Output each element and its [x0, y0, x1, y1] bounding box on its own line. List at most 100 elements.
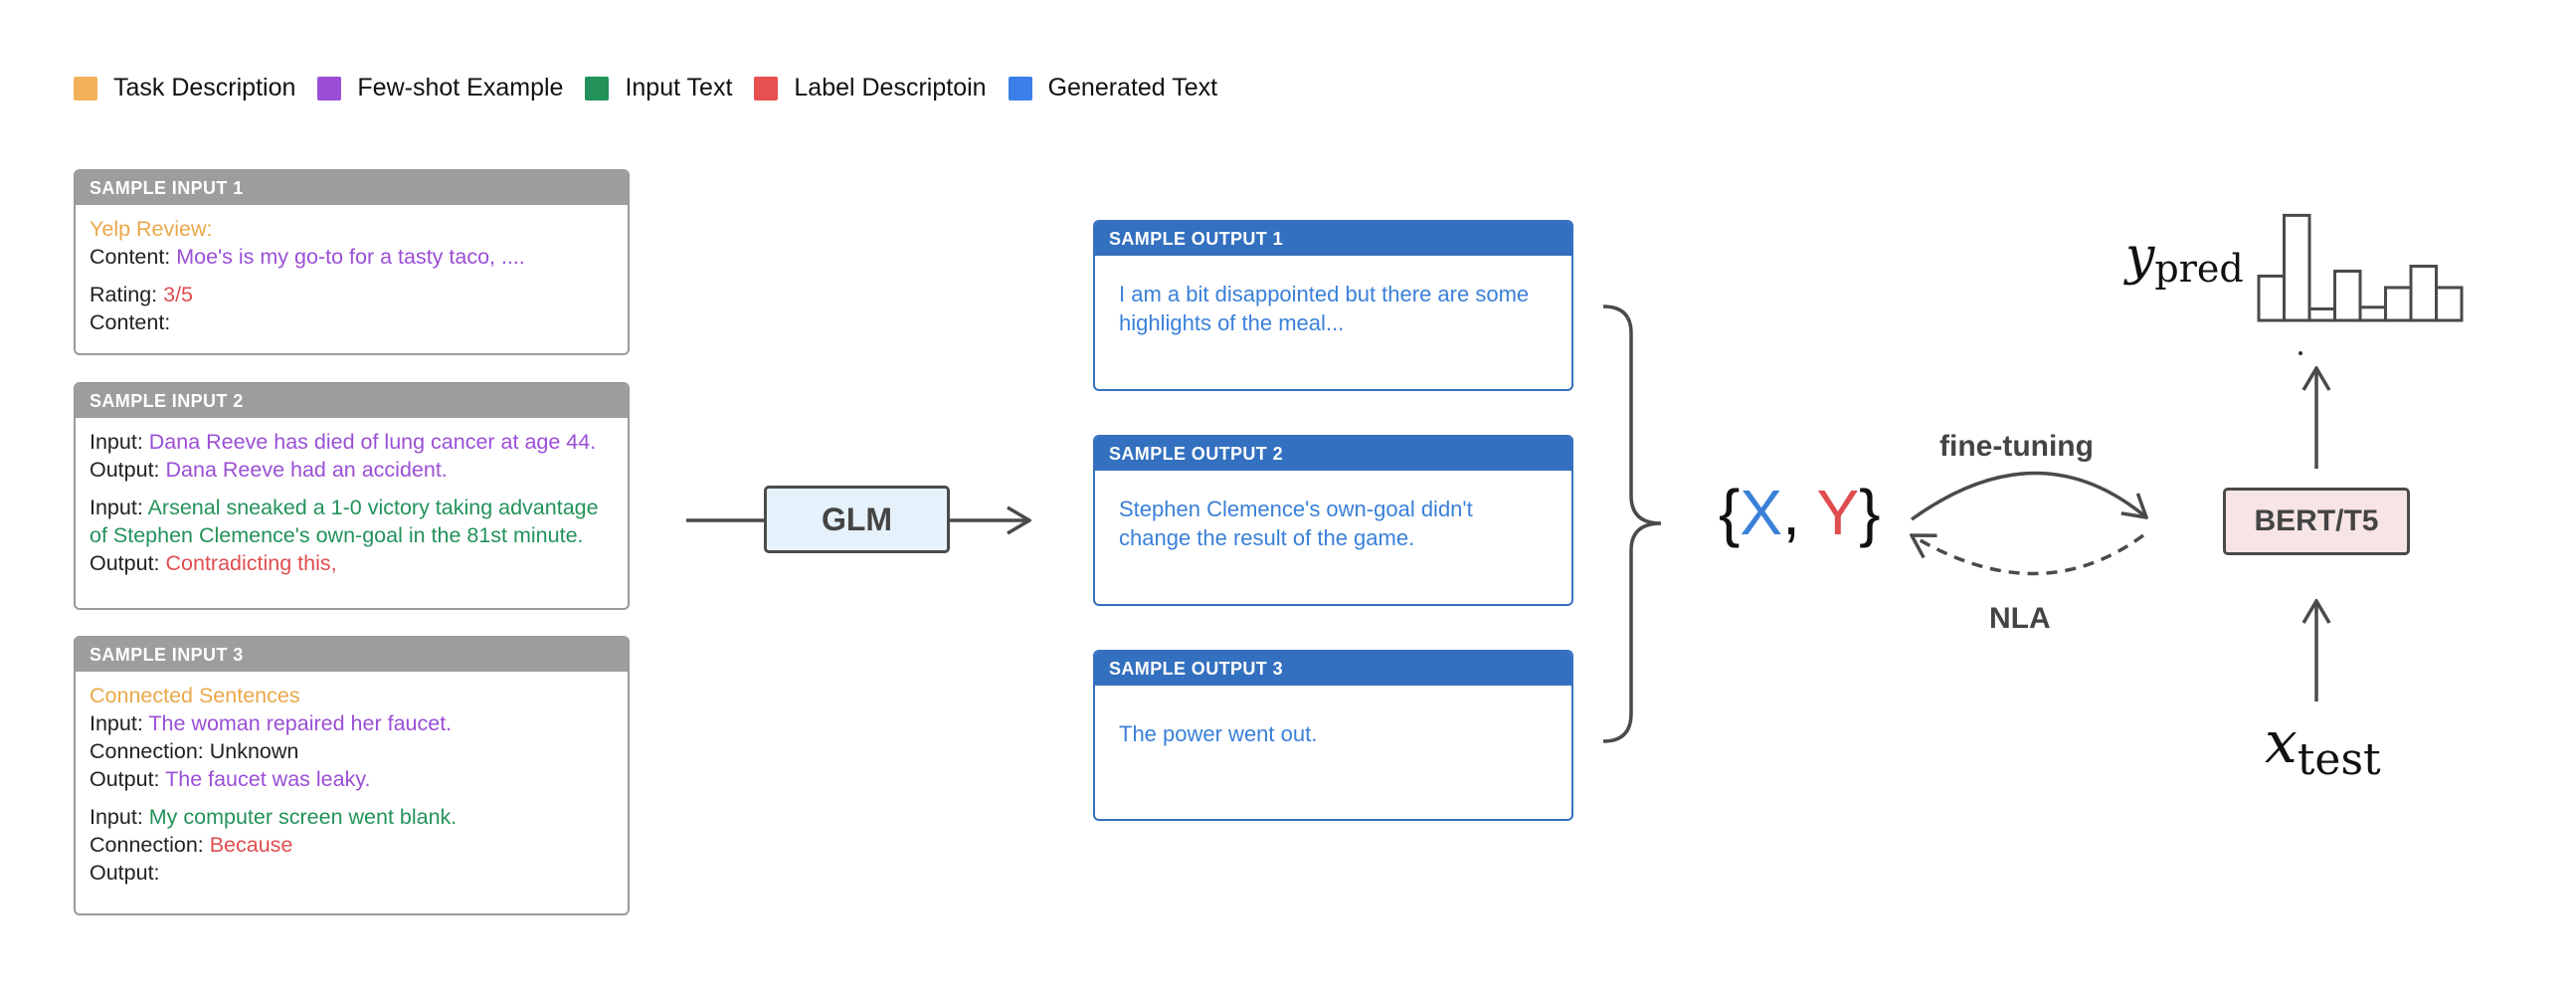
legend-swatch	[754, 76, 779, 100]
sample-input-1: SAMPLE INPUT 1 Yelp Review: Content: Moe…	[74, 169, 630, 355]
legend-label: Input Text	[625, 74, 733, 101]
y-pred-label: ypred	[2125, 227, 2244, 291]
field-label: Input:	[90, 430, 149, 454]
x-symbol-main: x	[2265, 708, 2298, 776]
x-symbol: X	[1740, 477, 1783, 548]
histogram-bar	[2333, 270, 2362, 322]
content-line: Content: Moe's is my go-to for a tasty t…	[90, 243, 614, 271]
input-line: Input: Dana Reeve has died of lung cance…	[90, 428, 614, 456]
generated-text-line: highlights of the meal...	[1119, 310, 1345, 335]
few-shot-text: The woman repaired her faucet.	[148, 711, 453, 735]
glm-model-box: GLM	[764, 486, 950, 553]
field-label: Input:	[90, 805, 149, 829]
histogram-bar	[2409, 265, 2438, 322]
sample-output-3: SAMPLE OUTPUT 3 The power went out.	[1093, 650, 1573, 821]
legend-swatch	[317, 76, 342, 100]
output-line: Output: Contradicting this,	[90, 549, 614, 577]
few-shot-text: Dana Reeve had an accident.	[165, 458, 448, 482]
input-line: Input: Arsenal sneaked a 1-0 victory tak…	[90, 494, 614, 521]
few-shot-text: The faucet was leaky.	[165, 767, 371, 791]
legend-label: Task Description	[113, 74, 296, 101]
field-label: Input:	[90, 496, 148, 519]
field-label: Output:	[90, 458, 166, 482]
brace-open: {	[1719, 477, 1741, 548]
sample-input-2-body: Input: Dana Reeve has died of lung cance…	[76, 418, 628, 587]
content-prompt-line: Content:	[90, 310, 171, 334]
field-label: Connection:	[90, 833, 210, 857]
label-description-text: Because	[209, 833, 293, 857]
histogram-bar	[2307, 306, 2336, 322]
sample-input-2-title: SAMPLE INPUT 2	[76, 384, 628, 418]
label-description-text: 3/5	[163, 283, 193, 306]
input-line: Input: My computer screen went blank.	[90, 803, 614, 831]
task-description-text: Connected Sentences	[90, 684, 300, 707]
legend-item-generated-text: Generated Text	[1008, 74, 1218, 102]
generated-text-line: I am a bit disappointed but there are so…	[1119, 282, 1530, 306]
input-text: Arsenal sneaked a 1-0 victory taking adv…	[147, 496, 599, 519]
task-description-text: Yelp Review:	[90, 217, 213, 241]
histogram-bar	[2435, 286, 2464, 322]
legend-label: Label Descriptoin	[794, 74, 987, 101]
output-line: Output: The faucet was leaky.	[90, 765, 614, 793]
field-label: Output:	[90, 551, 166, 575]
legend-item-few-shot-example: Few-shot Example	[317, 74, 563, 102]
input-text: My computer screen went blank.	[148, 805, 458, 829]
sample-input-2: SAMPLE INPUT 2 Input: Dana Reeve has die…	[74, 382, 630, 610]
nla-arrow	[1912, 535, 2145, 576]
comma: ,	[1782, 477, 1817, 548]
sample-input-1-title: SAMPLE INPUT 1	[76, 171, 628, 205]
brace-close: }	[1859, 477, 1881, 548]
legend-item-label-description: Label Descriptoin	[754, 74, 987, 102]
legend-label: Generated Text	[1047, 74, 1218, 101]
y-symbol: Y	[1816, 477, 1860, 548]
generated-text: The power went out.	[1095, 686, 1571, 772]
field-label: Content:	[90, 245, 177, 269]
histogram-bar	[2358, 305, 2387, 322]
sample-output-3-title: SAMPLE OUTPUT 3	[1095, 652, 1571, 686]
y-symbol-main: y	[2125, 227, 2155, 287]
sample-input-1-body: Yelp Review: Content: Moe's is my go-to …	[76, 205, 628, 346]
outputs-brace	[1602, 304, 1662, 743]
label-description-text: Contradicting this,	[165, 551, 337, 575]
generated-text: Stephen Clemence's own-goal didn't chang…	[1095, 471, 1571, 576]
field-label: Rating:	[90, 283, 164, 306]
nla-label: NLA	[1989, 602, 2051, 635]
sample-output-1: SAMPLE OUTPUT 1 I am a bit disappointed …	[1093, 220, 1573, 391]
histogram-bar	[2283, 213, 2311, 322]
legend-swatch	[74, 76, 97, 100]
histogram-bar	[2384, 286, 2413, 322]
sample-output-2-title: SAMPLE OUTPUT 2	[1095, 437, 1571, 471]
few-shot-text: Moe's is my go-to for a tasty taco, ....	[176, 245, 525, 269]
dataset-xy-label: {X, Y}	[1719, 476, 1881, 549]
y-pred-subscript: pred	[2154, 247, 2244, 291]
fine-tuning-label: fine-tuning	[1939, 430, 2094, 463]
generated-text-line: change the result of the game.	[1119, 525, 1415, 550]
field-label: Input:	[90, 711, 149, 735]
generated-text: I am a bit disappointed but there are so…	[1095, 256, 1571, 361]
output-line: Output: Dana Reeve had an accident.	[90, 456, 614, 484]
legend-item-task-description: Task Description	[74, 74, 295, 102]
sample-input-3: SAMPLE INPUT 3 Connected Sentences Input…	[74, 636, 630, 915]
sample-input-3-body: Connected Sentences Input: The woman rep…	[76, 672, 628, 897]
generated-text-line: The power went out.	[1119, 721, 1318, 746]
legend-swatch	[1008, 76, 1032, 100]
legend-label: Few-shot Example	[357, 74, 564, 101]
sample-input-3-title: SAMPLE INPUT 3	[76, 638, 628, 672]
sample-output-2: SAMPLE OUTPUT 2 Stephen Clemence's own-g…	[1093, 435, 1573, 606]
legend: Task Description Few-shot Example Input …	[74, 74, 1239, 102]
connection-line: Connection: Because	[90, 831, 614, 859]
bert-t5-model-box: BERT/T5	[2223, 488, 2410, 555]
rating-line: Rating: 3/5	[90, 281, 614, 308]
field-label: Output:	[90, 767, 166, 791]
few-shot-text: Dana Reeve has died of lung cancer at ag…	[148, 430, 597, 454]
connection-line: Connection: Unknown	[90, 739, 299, 763]
fine-tuning-arrow	[1910, 471, 2146, 521]
output-prompt-line: Output:	[90, 861, 160, 885]
input-line: Input: The woman repaired her faucet.	[90, 709, 614, 737]
prediction-histogram	[2257, 213, 2464, 322]
input-text-continued: of Stephen Clemence's own-goal in the 81…	[90, 523, 584, 547]
x-test-label: xtest	[2265, 708, 2381, 785]
sample-output-1-title: SAMPLE OUTPUT 1	[1095, 222, 1571, 256]
histogram-bar	[2257, 274, 2286, 322]
